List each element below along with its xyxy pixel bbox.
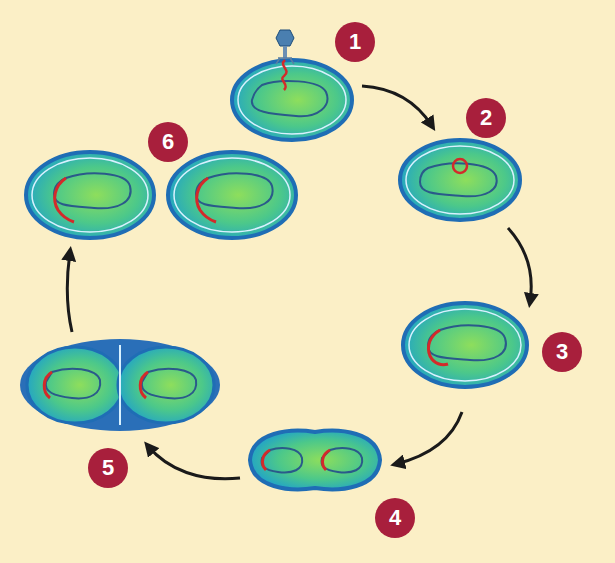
cell-prophage (403, 303, 527, 387)
callout-number: 2 (466, 98, 506, 138)
callout-number: 4 (375, 498, 415, 538)
cycle-arrow (67, 86, 531, 479)
cell-circular-dna (400, 140, 520, 220)
callout-circle (88, 22, 582, 538)
callout-number: 6 (148, 122, 188, 162)
infected-cell (232, 30, 352, 140)
septum-cell (20, 339, 220, 431)
callout-number: 1 (335, 22, 375, 62)
dividing-cell (250, 431, 380, 490)
callout-number: 3 (542, 332, 582, 372)
callout-number: 5 (88, 448, 128, 488)
daughter-cells (26, 152, 296, 238)
